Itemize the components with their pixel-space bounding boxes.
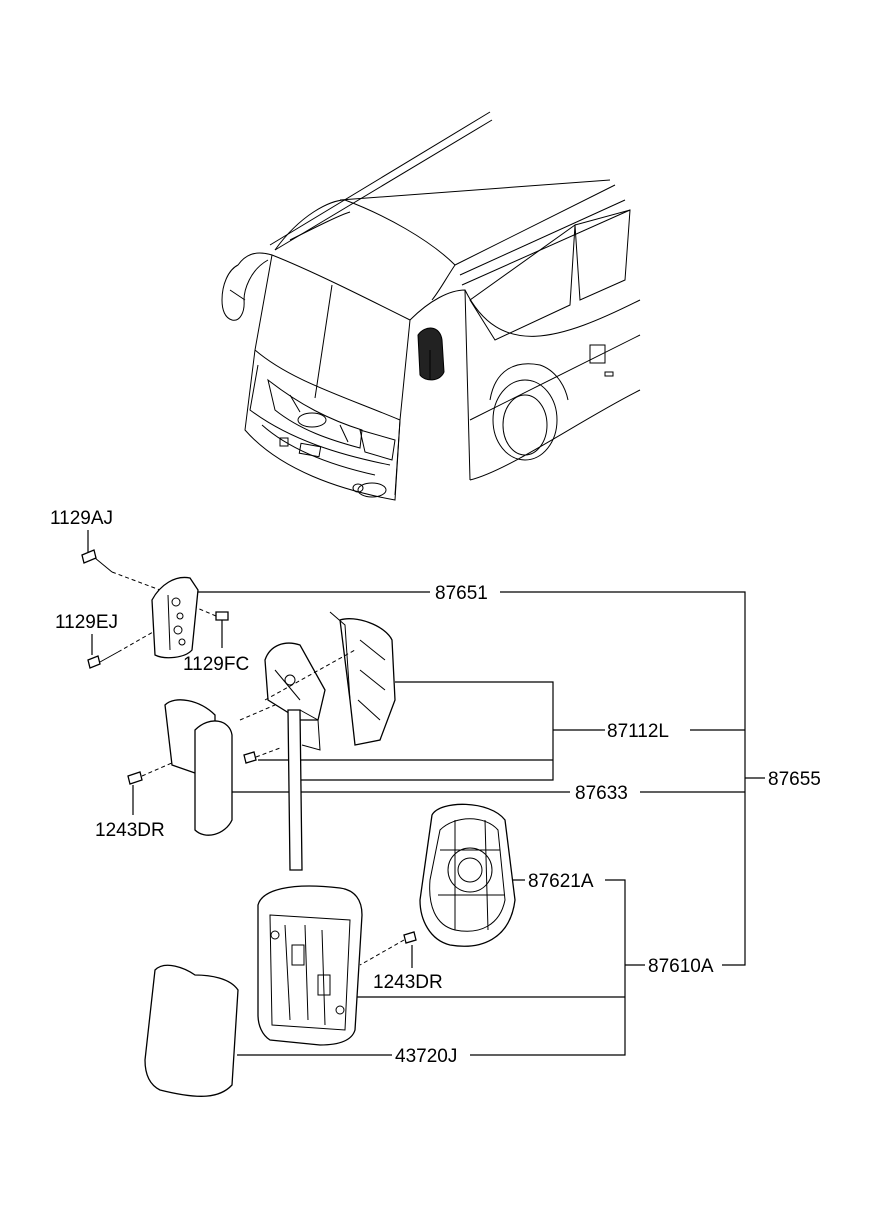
mirror-arm-rod xyxy=(287,709,321,871)
part-labels: 1129AJ 1129EJ 1129FC 87651 87112L 87655 … xyxy=(50,508,821,1067)
mirror-bracket-87112l xyxy=(239,611,396,746)
mirror-back-plate xyxy=(257,885,417,1046)
mirror-glass-87621a xyxy=(419,803,516,947)
label-43720j: 43720J xyxy=(395,1046,457,1067)
label-87621a: 87621A xyxy=(528,871,594,892)
label-1243dr-lower: 1243DR xyxy=(373,972,443,993)
label-87651: 87651 xyxy=(435,583,488,604)
label-87633: 87633 xyxy=(575,783,628,804)
label-1129ej: 1129EJ xyxy=(55,612,118,633)
label-87112l: 87112L xyxy=(607,721,669,742)
screw-1129ej xyxy=(87,627,161,669)
mirror-base-plate xyxy=(151,576,199,659)
label-1129fc: 1129FC xyxy=(183,654,249,675)
label-1243dr-upper: 1243DR xyxy=(95,820,165,841)
bus-illustration xyxy=(221,111,641,501)
mirror-cover-43720j xyxy=(144,964,239,1097)
label-87610a: 87610A xyxy=(648,956,714,977)
callout-lines xyxy=(87,530,765,1056)
mirror-housing-87633 xyxy=(164,699,233,836)
label-87655: 87655 xyxy=(768,769,821,790)
label-1129aj: 1129AJ xyxy=(50,508,113,529)
screw-1129aj xyxy=(81,549,161,591)
